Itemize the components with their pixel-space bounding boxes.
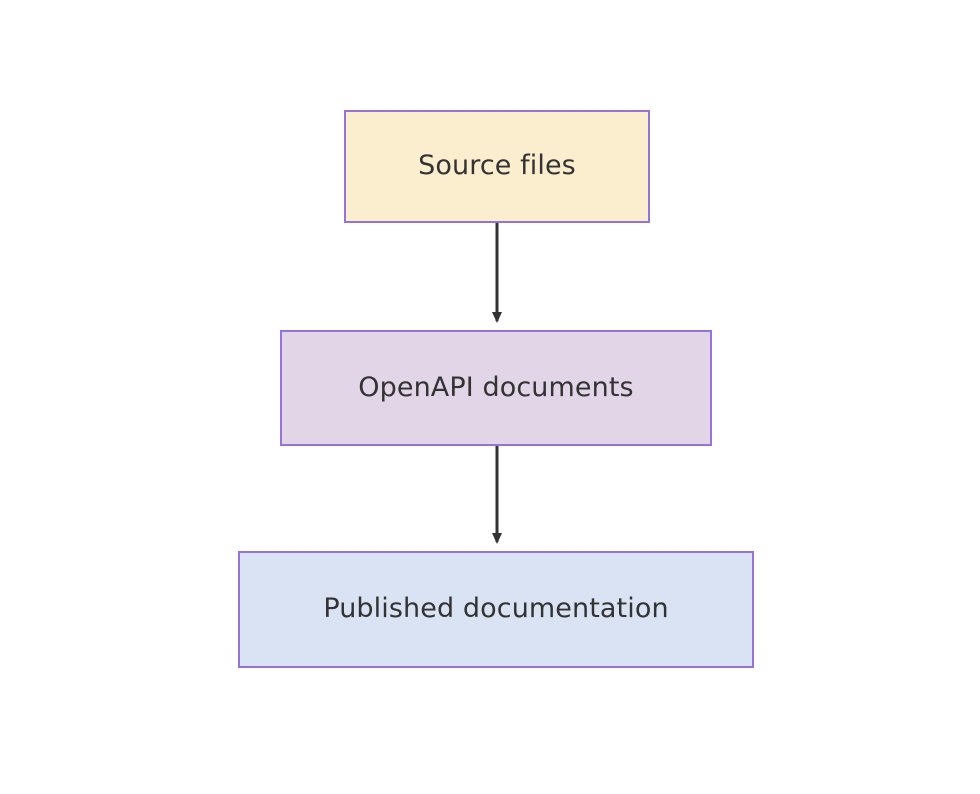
node-openapi-documents[interactable]: OpenAPI documents (280, 330, 712, 446)
node-openapi-documents-label: OpenAPI documents (358, 371, 634, 403)
node-source-files-label: Source files (418, 150, 576, 182)
node-published-documentation-label: Published documentation (323, 593, 669, 625)
node-source-files[interactable]: Source files (344, 110, 650, 223)
node-published-documentation[interactable]: Published documentation (238, 551, 754, 668)
